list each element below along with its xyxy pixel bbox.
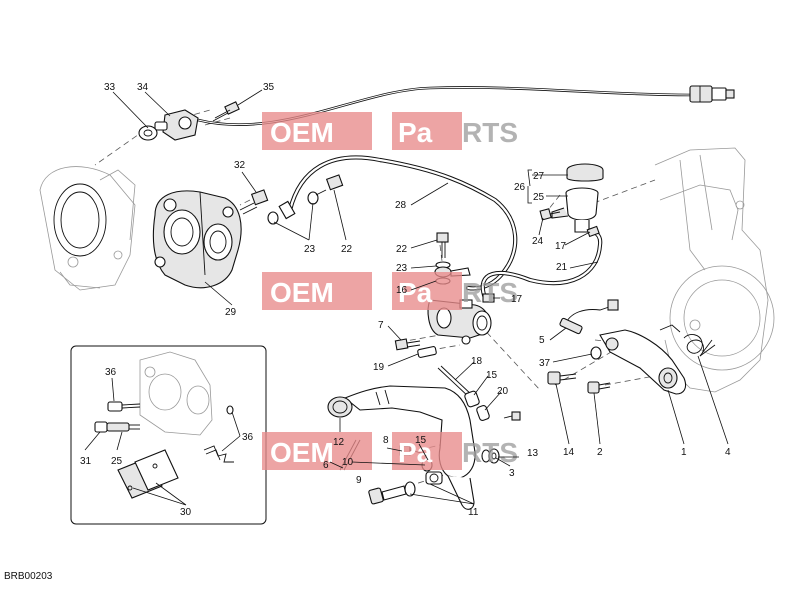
svg-text:OEM: OEM — [270, 117, 334, 148]
switch-washer — [590, 346, 602, 360]
reservoir-cap — [566, 163, 604, 182]
svg-text:BIKE: BIKE — [372, 444, 382, 466]
callout-17-lower: 17 — [511, 294, 523, 305]
svg-text:OEM: OEM — [270, 277, 334, 308]
diagram-code: BRB00203 — [4, 571, 53, 582]
pad-detail-inset — [70, 345, 267, 525]
caliper-bolt — [239, 189, 269, 215]
svg-text:RTS: RTS — [462, 277, 518, 308]
reservoir-hose — [480, 229, 603, 301]
watermark-middle: OEM BIKE Pa RTS — [262, 272, 518, 310]
pad-spring-clip — [203, 445, 234, 463]
callout-11: 11 — [468, 507, 479, 518]
callout-36-upper: 36 — [105, 367, 117, 378]
banjo-bolt-lower — [436, 232, 449, 258]
bushing-upper — [464, 390, 480, 408]
callout-5: 5 — [539, 335, 545, 346]
callout-8: 8 — [383, 435, 389, 446]
callout-13: 13 — [527, 448, 539, 459]
svg-text:Pa: Pa — [398, 277, 433, 308]
callout-33: 33 — [104, 82, 116, 93]
callout-35: 35 — [263, 82, 275, 93]
pad-pin-lower — [94, 421, 140, 433]
watermark-bottom: OEM BIKE Pa RTS — [262, 432, 518, 470]
callout-22-upper: 22 — [341, 244, 353, 255]
callout-37: 37 — [539, 358, 551, 369]
callout-7: 7 — [378, 320, 384, 331]
reservoir-screw — [539, 208, 561, 221]
rear-brake-caliper — [152, 190, 242, 289]
callout-26: 26 — [514, 182, 526, 193]
callout-16: 16 — [396, 285, 408, 296]
switch-bracket — [599, 329, 687, 395]
callout-23-lower: 23 — [396, 263, 408, 274]
callout-10: 10 — [342, 457, 354, 468]
bracket-bolt-long — [547, 371, 577, 385]
pad-pin-upper — [107, 401, 141, 412]
watermark-top: OEM BIKE Pa RTS — [262, 112, 518, 150]
callout-27: 27 — [533, 171, 545, 182]
callout-9: 9 — [356, 475, 362, 486]
brake-light-switch — [559, 299, 619, 335]
callout-15-lower: 15 — [415, 435, 427, 446]
svg-text:BIKE: BIKE — [372, 124, 382, 146]
callout-17-upper: 17 — [555, 241, 567, 252]
frame-outline-right — [654, 147, 775, 393]
reservoir-body — [551, 187, 599, 233]
leader-lines — [84, 89, 729, 506]
master-cylinder-screw — [394, 338, 421, 351]
callout-22-lower: 22 — [396, 244, 408, 255]
svg-text:OEM: OEM — [270, 437, 334, 468]
oring-3 — [488, 448, 500, 464]
small-screw — [503, 411, 521, 421]
callout-15-upper: 15 — [486, 370, 498, 381]
callout-4: 4 — [725, 447, 731, 458]
pedal-bushing — [425, 471, 443, 485]
svg-text:Pa: Pa — [398, 437, 433, 468]
callout-32: 32 — [234, 160, 246, 171]
svg-text:BIKE: BIKE — [372, 284, 382, 306]
callout-23-upper: 23 — [304, 244, 316, 255]
pedal-pivot-bolt — [368, 485, 407, 505]
return-spring — [659, 324, 716, 357]
callout-28: 28 — [395, 200, 407, 211]
svg-text:RTS: RTS — [462, 437, 518, 468]
sensor-spacer — [138, 125, 158, 141]
wheel-carrier-outline — [39, 166, 136, 291]
callout-2: 2 — [597, 447, 603, 458]
callout-31: 31 — [80, 456, 92, 467]
callout-labels: 33 34 35 32 23 22 29 28 27 26 25 24 17 2… — [80, 82, 731, 518]
callout-30: 30 — [180, 507, 192, 518]
copper-washers-upper — [267, 191, 319, 225]
svg-text:RTS: RTS — [462, 117, 518, 148]
callout-24: 24 — [532, 236, 544, 247]
callout-12: 12 — [333, 437, 345, 448]
callout-14: 14 — [563, 447, 575, 458]
spacer-bolt — [417, 346, 437, 358]
callout-6: 6 — [323, 460, 329, 471]
callout-3: 3 — [509, 468, 515, 479]
bracket-bolt-short — [587, 381, 611, 394]
callout-34: 34 — [137, 82, 149, 93]
callout-36-lower: 36 — [242, 432, 254, 443]
callout-18: 18 — [471, 356, 483, 367]
sensor-connector — [689, 85, 735, 103]
callout-25-inset: 25 — [111, 456, 123, 467]
sensor-screw — [212, 101, 240, 122]
svg-text:Pa: Pa — [398, 117, 433, 148]
callout-29: 29 — [225, 307, 237, 318]
callout-1: 1 — [681, 447, 687, 458]
banjo-bolt-upper — [315, 174, 344, 196]
inset-pin-small — [226, 405, 234, 415]
callout-20: 20 — [497, 386, 509, 397]
callout-21: 21 — [556, 262, 568, 273]
brake-pads — [117, 449, 179, 499]
speed-sensor — [154, 109, 199, 141]
callout-25: 25 — [533, 192, 545, 203]
callout-19: 19 — [373, 362, 385, 373]
